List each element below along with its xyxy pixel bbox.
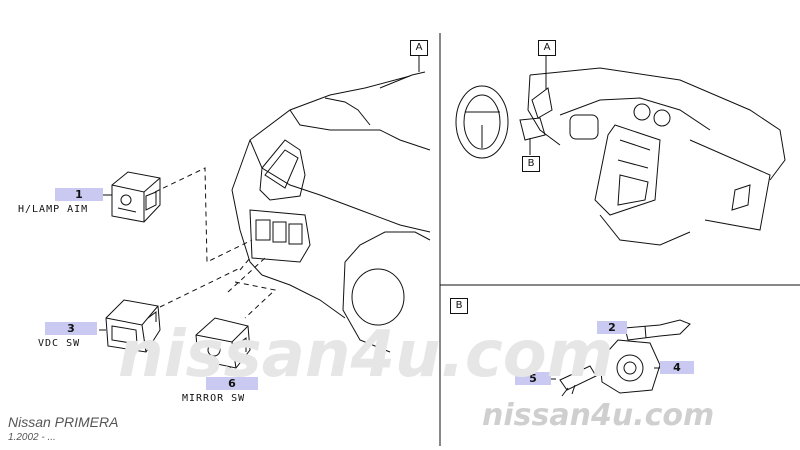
footer-model: Nissan PRIMERA: [8, 414, 119, 430]
leader-a: [379, 71, 426, 89]
part-1-headlamp-aim-switch: [103, 171, 161, 223]
dashboard-drawing: [231, 75, 431, 353]
part-5-wiper-switch: [550, 365, 597, 397]
footer-date: 1.2002 - ...: [8, 432, 56, 443]
part-number-5: 5: [515, 372, 551, 385]
watermark-center: nissan4u.com: [118, 318, 614, 392]
part-number-4: 4: [660, 361, 694, 374]
part-label-3: VDC SW: [38, 338, 81, 349]
connector-lines: [154, 167, 277, 319]
ref-box-a-main: A: [410, 40, 428, 56]
part-number-1: 1: [55, 188, 103, 201]
interior-overview-drawing: [455, 55, 786, 246]
watermark-bottom-right: nissan4u.com: [482, 398, 715, 433]
part-number-6: 6: [206, 377, 258, 390]
part-3-vdc-switch: [99, 299, 161, 353]
part-label-1: H/LAMP AIM: [18, 204, 89, 215]
ref-box-b-overview: B: [522, 156, 540, 172]
part-number-2: 2: [597, 321, 627, 334]
part-label-6: MIRROR SW: [182, 393, 246, 404]
part-4-switch-body: [599, 339, 662, 394]
ref-box-a-overview: A: [538, 40, 556, 56]
part-number-3: 3: [45, 322, 97, 335]
part-6-mirror-switch: [195, 317, 251, 377]
ref-box-b-panel: B: [450, 298, 468, 314]
